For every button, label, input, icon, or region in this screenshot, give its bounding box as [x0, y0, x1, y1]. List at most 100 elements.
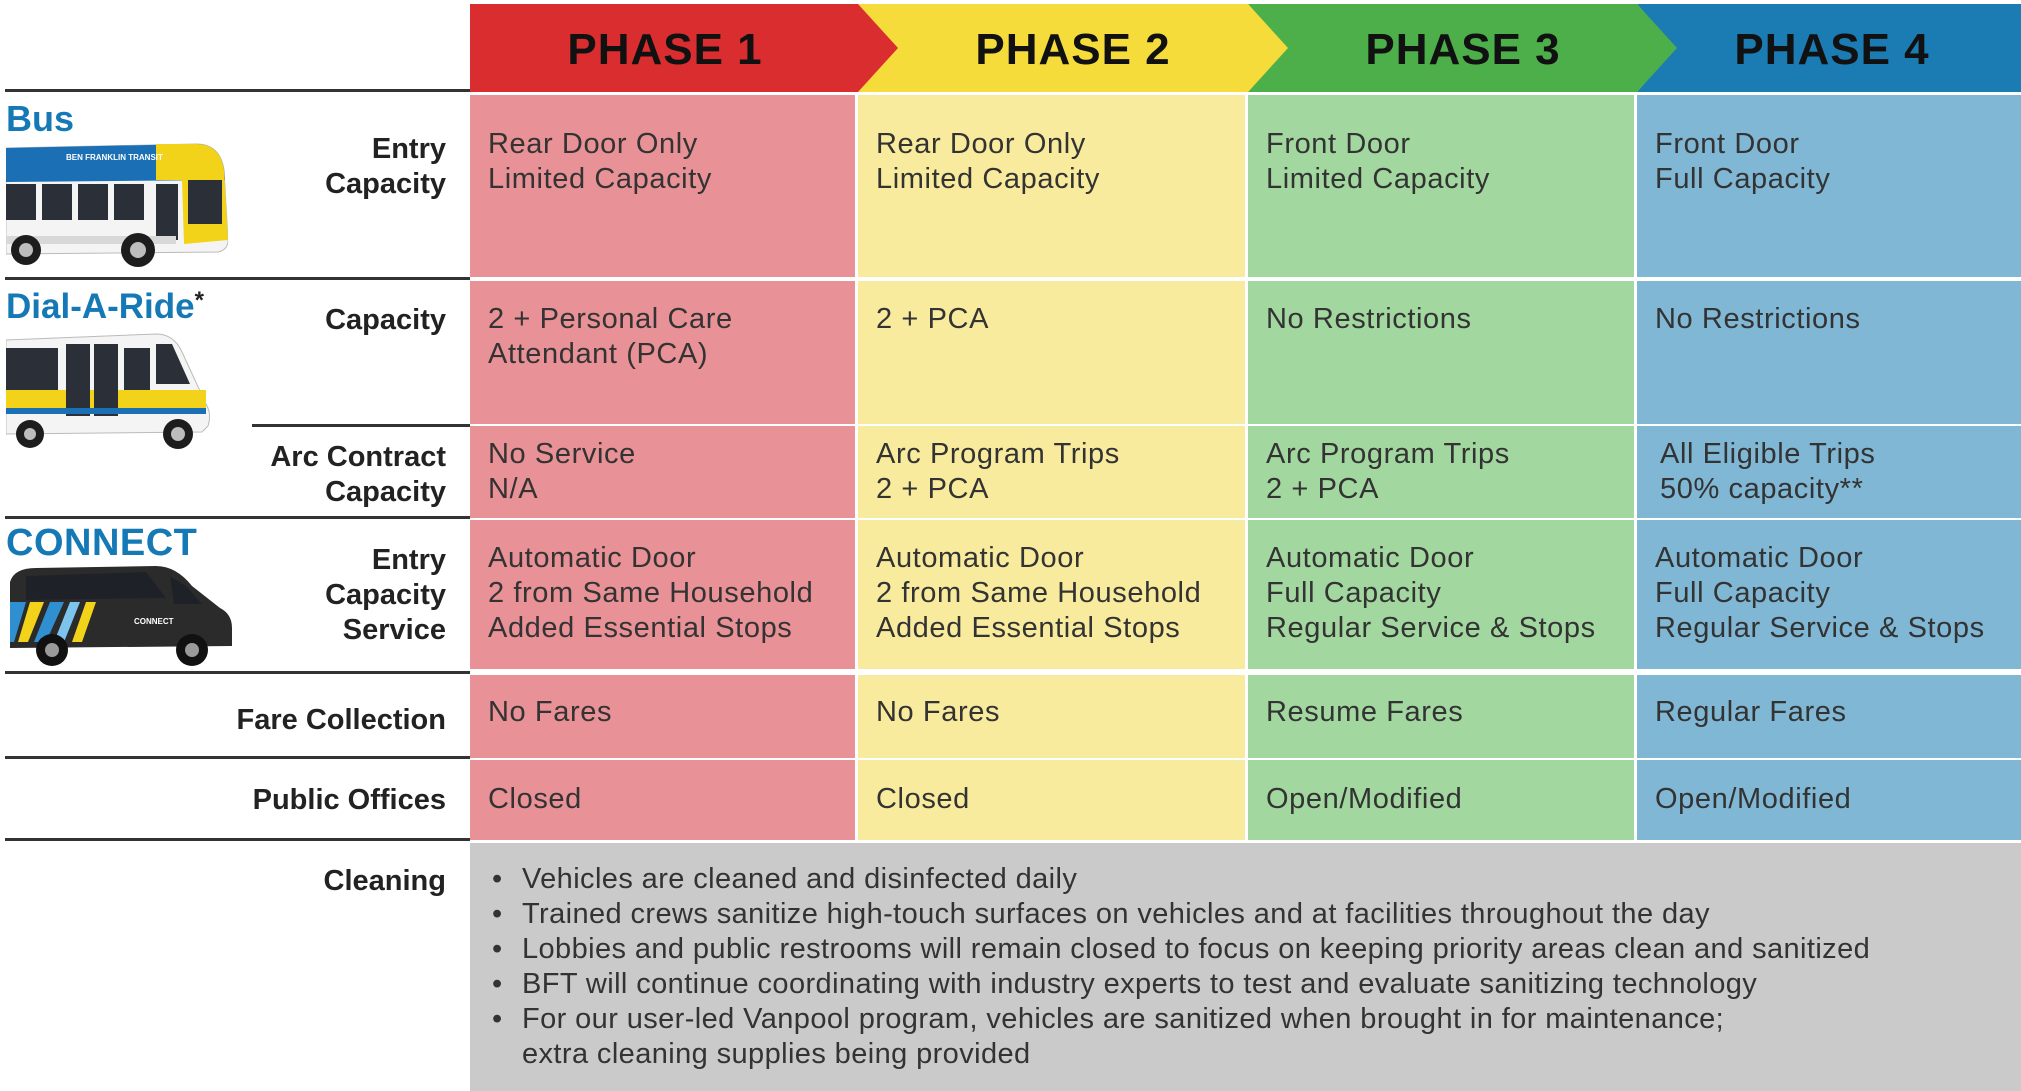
cell-text-line: Resume Fares: [1266, 696, 1464, 728]
phase-2-arrow-shape: [858, 4, 1288, 92]
bullet-mark: •: [492, 933, 503, 965]
cell-text-line: No Fares: [876, 696, 1001, 728]
cell-text-line: Full Capacity: [1266, 577, 1442, 609]
phase-3-label: PHASE 3: [1365, 25, 1561, 74]
bullet-mark: •: [492, 898, 503, 930]
cleaning-item: • BFT will continue coordinating with ind…: [488, 967, 1870, 1002]
cell-text-line: 2 + PCA: [876, 473, 990, 505]
cell-text-line: Attendant (PCA): [488, 338, 709, 370]
connect-separator: [5, 671, 470, 674]
bus-separator: [5, 277, 470, 280]
row-label-line: Service: [342, 614, 446, 646]
phase-1-arrow-shape: [470, 4, 898, 92]
fare-collection-phase-3-cell: Resume Fares: [1248, 675, 1634, 758]
cell-text-line: N/A: [488, 473, 539, 505]
cell-text-line: Added Essential Stops: [488, 612, 793, 644]
mode-dial-a-ride-title: Dial-A-Ride*: [6, 287, 204, 327]
cell-text-line: 2 + PCA: [876, 303, 990, 335]
phase-1-label: PHASE 1: [567, 25, 763, 74]
connect-van-illustration: CONNECT: [10, 566, 232, 666]
cell-text-line: Added Essential Stops: [876, 612, 1181, 644]
cleaning-item: • Trained crews sanitize high-touch surfa…: [488, 897, 1870, 932]
cell-text-line: Full Capacity: [1655, 163, 1831, 195]
cell-text-line: Automatic Door: [1266, 542, 1475, 574]
public-offices-label: Public Offices: [253, 783, 446, 818]
dial-a-ride-separator: [5, 516, 470, 519]
cell-text-line: 50% capacity**: [1660, 473, 1864, 505]
dial-a-ride-capacity-phase-4-cell: No Restrictions: [1637, 281, 2021, 424]
phase-1-header: PHASE 1: [470, 4, 898, 92]
row-label-line: Capacity: [325, 304, 446, 336]
phase-4-header: PHASE 4: [1637, 4, 2021, 92]
row-label-line: Capacity: [325, 476, 446, 508]
bullet-mark: •: [492, 1003, 503, 1035]
cell-text-line: Rear Door Only: [488, 128, 698, 160]
cell-text-line: 2 from Same Household: [488, 577, 814, 609]
cleaning-item: • Lobbies and public restrooms will remai…: [488, 932, 1870, 967]
header-separator: [5, 89, 470, 92]
cell-text-line: Rear Door Only: [876, 128, 1086, 160]
offices-separator: [5, 838, 470, 841]
dial-a-ride-asterisk: *: [194, 287, 204, 314]
cell-text-line: All Eligible Trips: [1660, 438, 1876, 470]
cell-text-line: Regular Fares: [1655, 696, 1847, 728]
cell-text-line: Open/Modified: [1266, 783, 1463, 815]
phase-2-header: PHASE 2: [858, 4, 1288, 92]
phase-3-arrow-shape: [1248, 4, 1677, 92]
cell-text-line: No Service: [488, 438, 636, 470]
cell-text-line: Automatic Door: [876, 542, 1085, 574]
dial-a-ride-illustration: [6, 333, 211, 449]
row-label-line: Capacity: [325, 168, 446, 200]
bus-illustration: BEN FRANKLIN TRANSIT: [6, 143, 228, 267]
cell-text-line: Automatic Door: [1655, 542, 1864, 574]
cell-text-line: 2 + Personal Care: [488, 303, 733, 335]
cleaning-item-text: extra cleaning supplies being provided: [522, 1038, 1031, 1070]
phase-2-label: PHASE 2: [975, 25, 1171, 74]
cleaning-item: • Vehicles are cleaned and disinfected da…: [488, 862, 1870, 897]
cleaning-item-text: Trained crews sanitize high-touch surfac…: [522, 898, 1710, 930]
cleaning-panel: [470, 843, 2021, 1091]
bullet-mark: •: [492, 968, 503, 1000]
row-label-line: Entry: [371, 133, 446, 165]
bullet-mark: •: [492, 863, 503, 895]
cell-text-line: Arc Program Trips: [876, 438, 1120, 470]
mode-connect-title: CONNECT: [6, 522, 198, 564]
cell-text-line: Regular Service & Stops: [1266, 612, 1596, 644]
cell-text-line: 2 + PCA: [1266, 473, 1380, 505]
mode-bus-title: Bus: [6, 98, 75, 139]
cell-text-line: Arc Program Trips: [1266, 438, 1510, 470]
cell-text-line: Front Door: [1655, 128, 1800, 160]
phase-4-label: PHASE 4: [1734, 25, 1930, 74]
cell-text-line: Limited Capacity: [876, 163, 1100, 195]
van-livery-text: CONNECT: [134, 617, 174, 626]
fare-collection-phase-1-cell: No Fares: [470, 675, 855, 758]
row-label-line: Public Offices: [252, 784, 446, 816]
cleaning-item-text: BFT will continue coordinating with indu…: [522, 968, 1758, 1000]
dial-a-ride-capacity-phase-2-cell: 2 + PCA: [858, 281, 1245, 424]
public-offices-phase-1-cell: Closed: [470, 760, 855, 840]
phase-3-header: PHASE 3: [1248, 4, 1677, 92]
cell-text-line: Closed: [876, 783, 970, 815]
public-offices-phase-2-cell: Closed: [858, 760, 1245, 840]
row-label-line: Capacity: [325, 579, 446, 611]
cleaning-item-text: Lobbies and public restrooms will remain…: [522, 933, 1871, 965]
row-label-line: Entry: [371, 544, 446, 576]
cleaning-item-text: Vehicles are cleaned and disinfected dai…: [522, 863, 1078, 895]
cleaning-list: • Vehicles are cleaned and disinfected da…: [488, 862, 1870, 1072]
cell-text-line: Closed: [488, 783, 582, 815]
fare-collection-phase-4-cell: Regular Fares: [1637, 675, 2021, 758]
cell-text-line: No Fares: [488, 696, 613, 728]
dial-a-ride-capacity-label: Capacity: [325, 303, 446, 338]
dial-a-ride-capacity-phase-3-cell: No Restrictions: [1248, 281, 1634, 424]
